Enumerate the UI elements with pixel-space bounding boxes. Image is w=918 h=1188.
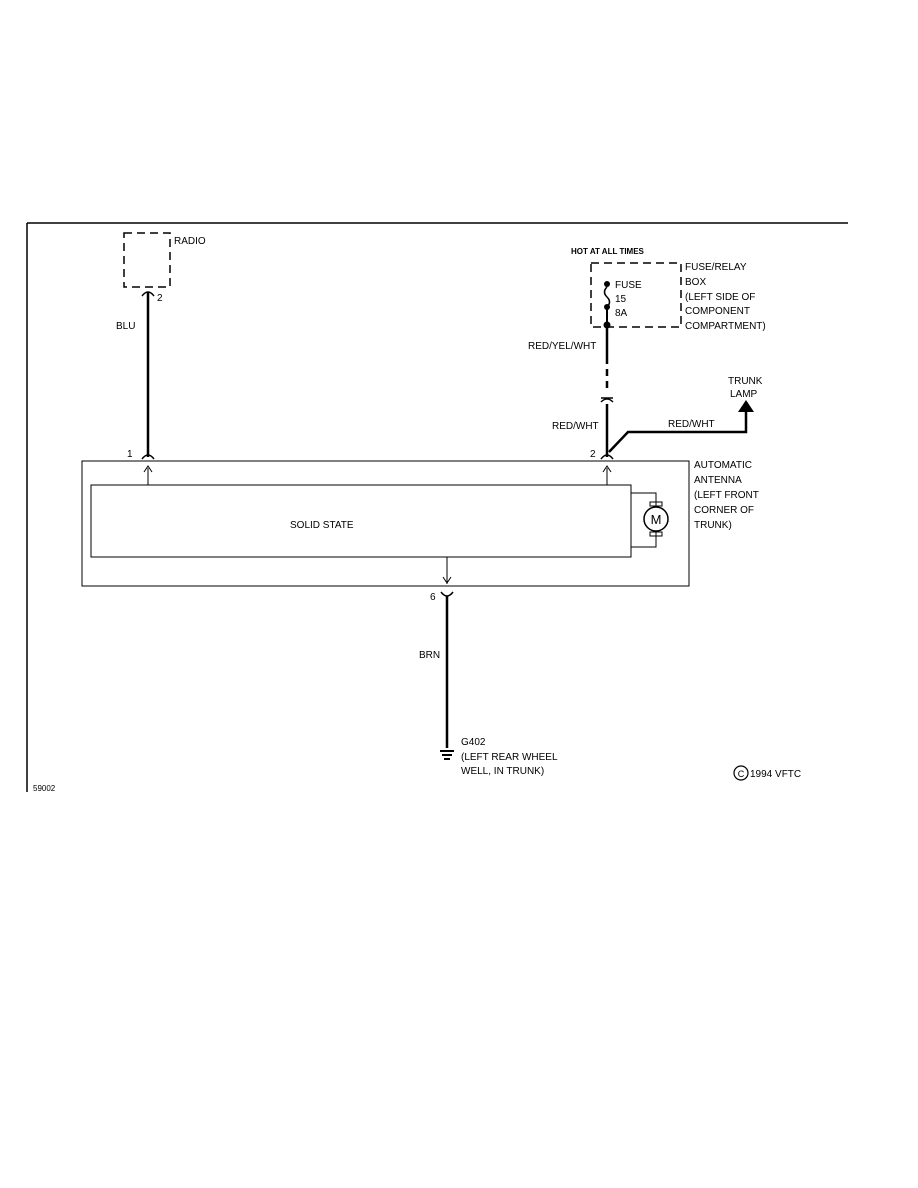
fuse-box-name-line-1: FUSE/RELAY xyxy=(685,262,747,273)
motor-wire-top xyxy=(631,492,657,506)
fuse-icon xyxy=(603,286,611,308)
trunk-lamp-label-line-2: LAMP xyxy=(730,389,758,400)
copyright-circle-icon xyxy=(733,765,749,781)
radio-box xyxy=(123,232,171,288)
red-wht-wire-label-trunk: RED/WHT xyxy=(668,419,715,430)
fuse-box-name-line-2: BOX xyxy=(685,277,706,288)
fuse-box-name-line-4: COMPONENT xyxy=(685,306,750,317)
radio-pin-number: 2 xyxy=(157,293,163,304)
antenna-pin-1-number: 1 xyxy=(127,449,133,460)
trunk-lamp-label-line-1: TRUNK xyxy=(728,376,763,387)
solid-state-module-box xyxy=(90,484,632,558)
fuse-box-name-line-5: COMPARTMENT) xyxy=(685,321,766,332)
motor-brush-top xyxy=(649,501,663,507)
red-wht-wire-to-trunk-lamp xyxy=(608,402,748,453)
antenna-pin-6-connector-icon xyxy=(440,591,454,597)
antenna-pin-1-connector-icon xyxy=(141,454,155,460)
motor-wire-bottom xyxy=(631,532,657,548)
antenna-outer-box xyxy=(81,460,690,587)
red-wht-wire-label-antenna: RED/WHT xyxy=(552,421,599,432)
blu-wire-label: BLU xyxy=(116,321,135,332)
ground-icon xyxy=(440,750,454,760)
fuse-box-outline xyxy=(590,262,682,328)
motor-icon xyxy=(643,506,669,532)
antenna-pin-2-connector-icon xyxy=(600,454,614,460)
antenna-name-line-3: (LEFT FRONT xyxy=(694,490,759,501)
antenna-pin-2-arrow-icon xyxy=(602,465,612,473)
fuse-number: 15 xyxy=(615,294,627,305)
inline-connector-icon xyxy=(600,397,614,403)
automatic-antenna-component: SOLID STATE 1 2 M AUTOMATIC ANTENNA (LEF… xyxy=(81,449,759,587)
hot-at-all-times-label: HOT AT ALL TIMES xyxy=(571,247,645,256)
brn-wire-label: BRN xyxy=(419,650,440,661)
motor-label: M xyxy=(651,512,662,527)
ground-location-line-1: (LEFT REAR WHEEL xyxy=(461,752,558,763)
fuse-top-terminal xyxy=(604,281,610,287)
red-yel-wht-wire-label: RED/YEL/WHT xyxy=(528,341,596,352)
fuse-rating: 8A xyxy=(615,308,628,319)
copyright-text: 1994 VFTC xyxy=(750,769,801,780)
fuse-relay-box: HOT AT ALL TIMES FUSE 15 8A FUSE/RELAY B… xyxy=(571,247,766,332)
antenna-name-line-1: AUTOMATIC xyxy=(694,460,752,471)
figure-id: 59002 xyxy=(33,784,56,793)
antenna-name-line-4: CORNER OF xyxy=(694,505,754,516)
trunk-lamp-icon xyxy=(738,400,754,412)
ground-id: G402 xyxy=(461,737,486,748)
fuse-label: FUSE xyxy=(615,280,642,291)
solid-state-label: SOLID STATE xyxy=(290,520,354,531)
ground-location-line-2: WELL, IN TRUNK) xyxy=(461,766,544,777)
antenna-name-line-5: TRUNK) xyxy=(694,520,732,531)
antenna-pin-6-arrow-icon xyxy=(442,576,452,584)
motor-brush-bottom xyxy=(649,531,663,537)
antenna-name-line-2: ANTENNA xyxy=(694,475,742,486)
copyright-symbol: C xyxy=(738,769,745,779)
antenna-pin-2-number: 2 xyxy=(590,449,596,460)
radio-component: RADIO 2 xyxy=(123,232,206,304)
radio-label: RADIO xyxy=(174,236,206,247)
antenna-pin-1-arrow-icon xyxy=(143,465,153,473)
antenna-pin-6-number: 6 xyxy=(430,592,436,603)
fuse-box-name-line-3: (LEFT SIDE OF xyxy=(685,292,755,303)
